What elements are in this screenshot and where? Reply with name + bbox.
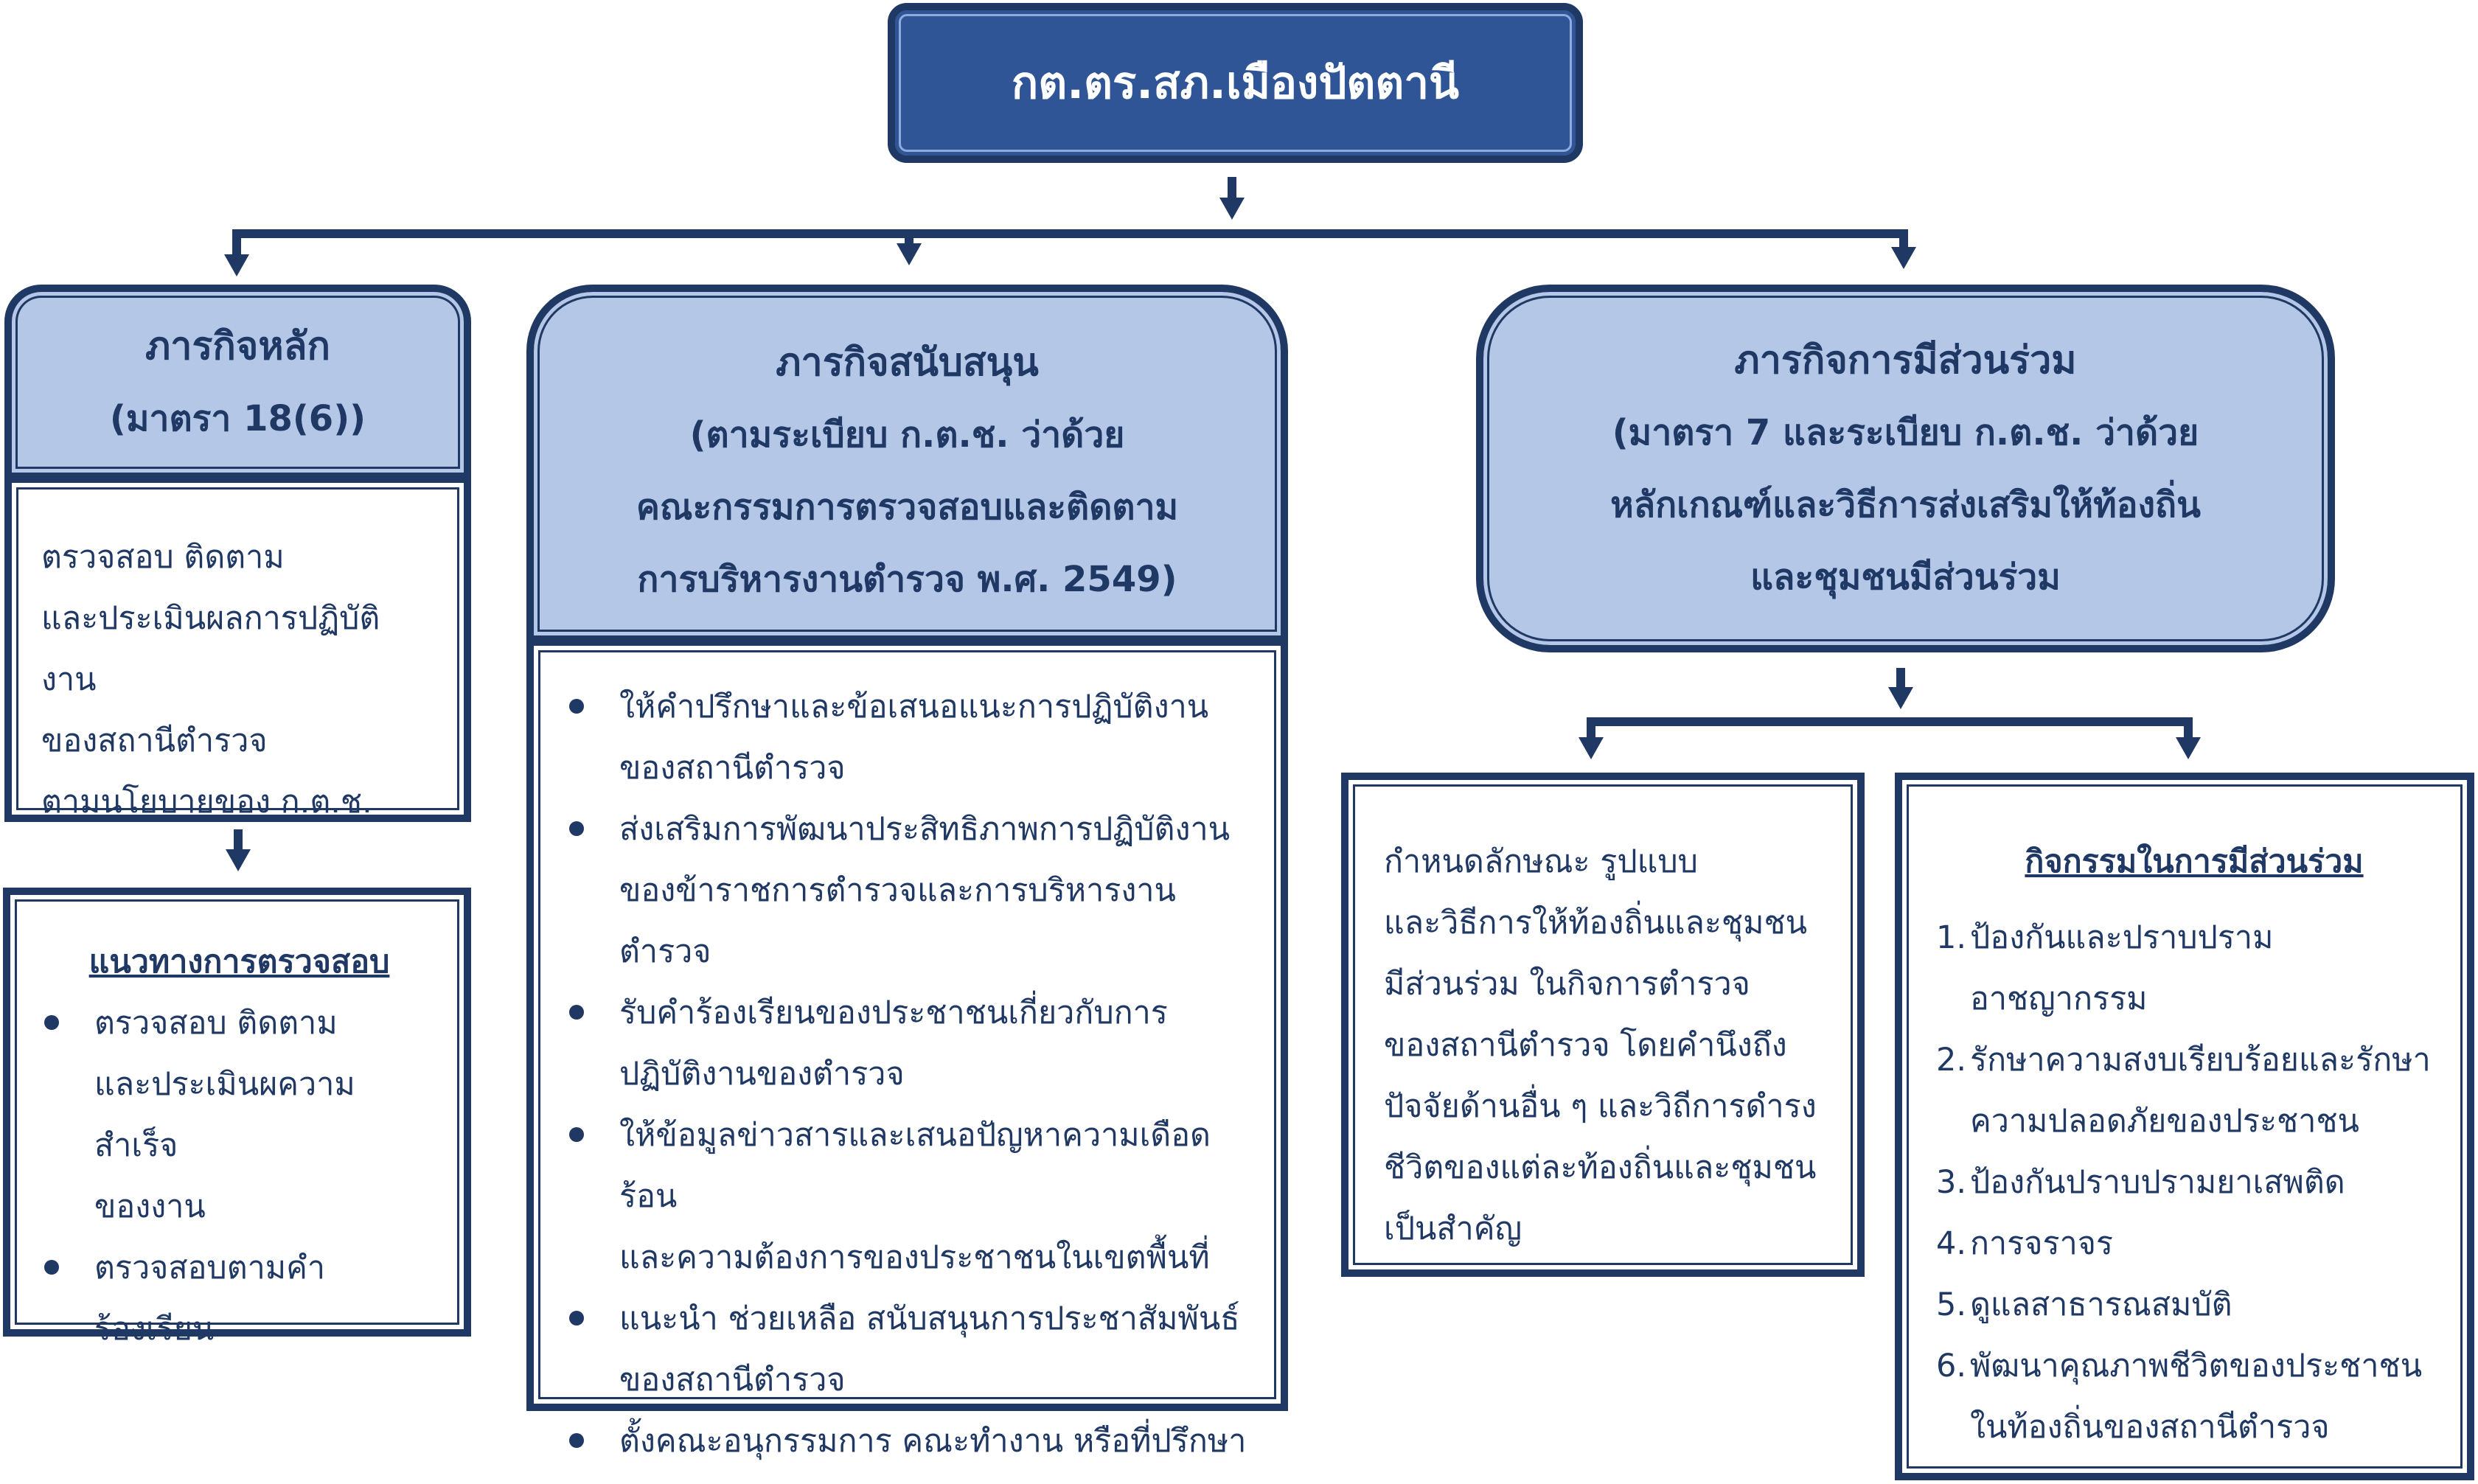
participation-description-box: กำหนดลักษณะ รูปแบบ และวิธีการให้ท้องถิ่น…	[1341, 773, 1865, 1277]
subtitle-line: (ตามระเบียบ ก.ต.ช. ว่าด้วย	[689, 414, 1125, 456]
main-mission-header: ภารกิจหลัก (มาตรา 18(6))	[4, 285, 471, 480]
support-mission-body: ให้คำปรึกษาและข้อเสนอแนะการปฏิบัติงานของ…	[526, 638, 1288, 1460]
main-mission-subtitle: (มาตรา 18(6))	[109, 397, 366, 439]
title-text: กต.ตร.สภ.เมืองปัตตานี	[1011, 58, 1460, 109]
connector	[1899, 229, 1908, 251]
text-line: กำหนดลักษณะ รูปแบบ	[1384, 843, 1698, 880]
list-item: ให้ข้อมูลข่าวสารและเสนอปัญหาความเดือดร้อ…	[569, 1105, 1259, 1289]
list-item: ตั้งคณะอนุกรรมการ คณะทำงาน หรือที่ปรึกษา	[569, 1411, 1259, 1472]
text-line: ของสถานีตำรวจ	[41, 722, 268, 759]
inspection-title: แนวทางการตรวจสอบ	[88, 944, 390, 980]
participation-mission-title: ภารกิจการมีส่วนร่วม	[1734, 338, 2077, 383]
arrow-down-icon	[1219, 198, 1245, 220]
list-item: 1.ป้องกันและปราบปรามอาชญากรรม	[1936, 919, 2274, 1017]
connector	[1587, 717, 2193, 726]
arrow-down-icon	[897, 243, 922, 265]
arrow-down-icon	[2176, 737, 2201, 759]
main-mission-title: ภารกิจหลัก	[145, 324, 330, 369]
subtitle-line: การบริหารงานตำรวจ พ.ศ. 2549)	[637, 559, 1177, 600]
connector	[2184, 717, 2193, 739]
text-line: ตรวจสอบ ติดตาม	[41, 539, 285, 576]
text-line: ของสถานีตำรวจ โดยคำนึงถึง	[1384, 1027, 1787, 1064]
list-item: ตรวจสอบตามคำร้องเรียน	[44, 1238, 434, 1360]
subtitle-line: คณะกรรมการตรวจสอบและติดตาม	[636, 487, 1179, 528]
connector	[234, 829, 243, 851]
list-item: ให้คำปรึกษาและข้อเสนอแนะการปฏิบัติงานของ…	[569, 677, 1259, 799]
list-item: แนะนำ ช่วยเหลือ สนับสนุนการประชาสัมพันธ์…	[569, 1289, 1259, 1411]
text-line: ปัจจัยด้านอื่น ๆ และวิถีการดำรง	[1384, 1088, 1817, 1125]
text-line: ตามนโยบายของ ก.ต.ช.	[41, 784, 372, 821]
list-item: 5.ดูแลสาธารณสมบัติ	[1936, 1286, 2232, 1323]
arrow-down-icon	[224, 254, 249, 276]
support-mission-title: ภารกิจสนับสนุน	[776, 341, 1039, 385]
connector	[232, 229, 241, 259]
activities-box: กิจกรรมในการมีส่วนร่วม 1.ป้องกันและปราบป…	[1895, 773, 2474, 1480]
inspection-box: แนวทางการตรวจสอบ ตรวจสอบ ติดตามและประเมิ…	[3, 888, 471, 1348]
list-item: 3.ป้องกันปราบปรามยาเสพติด	[1936, 1164, 2345, 1201]
connector	[1587, 717, 1595, 739]
activities-title: กิจกรรมในการมีส่วนร่วม	[2025, 843, 2364, 880]
text-line: ชีวิตของแต่ละท้องถิ่นและชุมชน	[1384, 1149, 1817, 1186]
arrow-down-icon	[1579, 737, 1604, 759]
subtitle-line: หลักเกณฑ์และวิธีการส่งเสริมให้ท้องถิ่น	[1610, 484, 2201, 526]
subtitle-line: และชุมชนมีส่วนร่วม	[1750, 556, 2061, 598]
subtitle-line: (มาตรา 7 และระเบียบ ก.ต.ช. ว่าด้วย	[1612, 411, 2199, 453]
text-line: และวิธีการให้ท้องถิ่นและชุมชน	[1384, 905, 1808, 941]
arrow-down-icon	[1888, 687, 1913, 709]
list-item: รับคำร้องเรียนของประชาชนเกี่ยวกับการปฏิบ…	[569, 983, 1259, 1105]
list-item: 2.รักษาความสงบเรียบร้อยและรักษาความปลอดภ…	[1936, 1042, 2431, 1140]
text-line: และประเมินผลการปฏิบัติงาน	[41, 600, 380, 698]
list-item: ส่งเสริมการพัฒนาประสิทธิภาพการปฏิบัติงาน…	[569, 799, 1259, 983]
support-mission-header: ภารกิจสนับสนุน (ตามระเบียบ ก.ต.ช. ว่าด้ว…	[526, 285, 1288, 643]
connector	[905, 229, 913, 244]
list-item: 6.พัฒนาคุณภาพชีวิตของประชาชนในท้องถิ่นขอ…	[1936, 1348, 2423, 1446]
participation-mission-header: ภารกิจการมีส่วนร่วม (มาตรา 7 และระเบียบ …	[1476, 285, 2335, 652]
arrow-down-icon	[1891, 247, 1916, 269]
list-item: 4.การจราจร	[1936, 1225, 2114, 1262]
title-box: กต.ตร.สภ.เมืองปัตตานี	[888, 3, 1583, 163]
connector	[1896, 668, 1905, 690]
main-mission-body: ตรวจสอบ ติดตาม และประเมินผลการปฏิบัติงาน…	[4, 475, 471, 822]
connector	[1228, 177, 1236, 199]
arrow-down-icon	[226, 849, 251, 871]
text-line: เป็นสำคัญ	[1384, 1210, 1522, 1247]
text-line: มีส่วนร่วม ในกิจการตำรวจ	[1384, 966, 1750, 1003]
list-item: ตรวจสอบ ติดตามและประเมินผความสำเร็จของงา…	[44, 993, 434, 1238]
connector	[232, 229, 1908, 238]
